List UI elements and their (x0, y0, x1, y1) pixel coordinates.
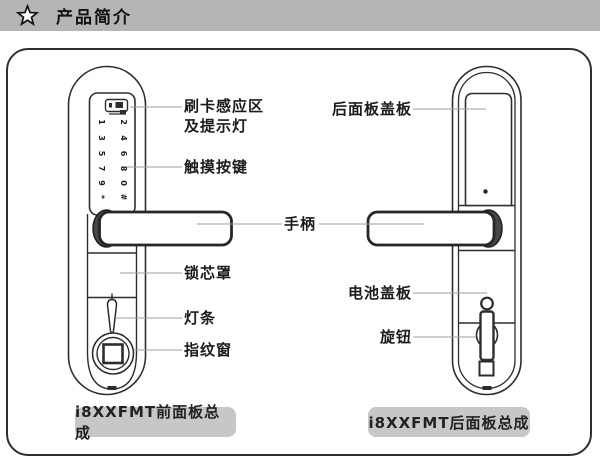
key-8: 8 (119, 166, 128, 172)
page-title: 产品简介 (56, 8, 132, 28)
key-6: 6 (119, 151, 128, 157)
fingerprint-window (91, 332, 135, 375)
key-3: 3 (97, 135, 106, 141)
label-cylinder-cover: 锁芯罩 (184, 264, 233, 282)
key-1: 1 (97, 119, 106, 125)
card-reader-icon (104, 98, 129, 115)
key-5: 5 (97, 151, 106, 157)
leader-lines (115, 106, 487, 351)
key-star: * (97, 195, 106, 200)
touch-keypad: 1 2 3 4 5 6 7 8 9 0 * # (97, 119, 128, 200)
star-icon (16, 3, 39, 26)
key-0: 0 (119, 180, 128, 186)
caption-back-panel-assembly: i8XXFMT后面板总成 (368, 407, 530, 437)
label-light-bar: 灯条 (184, 309, 217, 327)
label-card-sensor-line2: 及提示灯 (184, 117, 249, 135)
header-bar: 产品简介 (0, 0, 600, 31)
key-9: 9 (97, 180, 106, 186)
indicator-dot (483, 189, 488, 194)
back-handle (366, 209, 503, 248)
key-7: 7 (97, 166, 106, 172)
key-4: 4 (119, 135, 128, 141)
label-back-cover: 后面板盖板 (331, 100, 412, 118)
key-2: 2 (119, 119, 128, 125)
front-handle (92, 209, 233, 248)
label-card-sensor-area: 刷卡感应区 及提示灯 (184, 96, 264, 136)
label-handle: 手柄 (284, 215, 317, 233)
bottom-square (478, 360, 495, 377)
label-battery-cover: 电池盖板 (347, 284, 412, 302)
caption-front-panel-assembly: i8XXFMT前面板总成 (75, 403, 236, 442)
label-card-sensor-line1: 刷卡感应区 (184, 97, 265, 115)
knob (475, 296, 499, 377)
back-cover-panel (464, 92, 513, 207)
label-fingerprint-window: 指纹窗 (184, 341, 233, 359)
label-touch-keys: 触摸按键 (184, 158, 249, 176)
key-hash: # (119, 194, 128, 201)
label-knob: 旋钮 (379, 328, 412, 346)
